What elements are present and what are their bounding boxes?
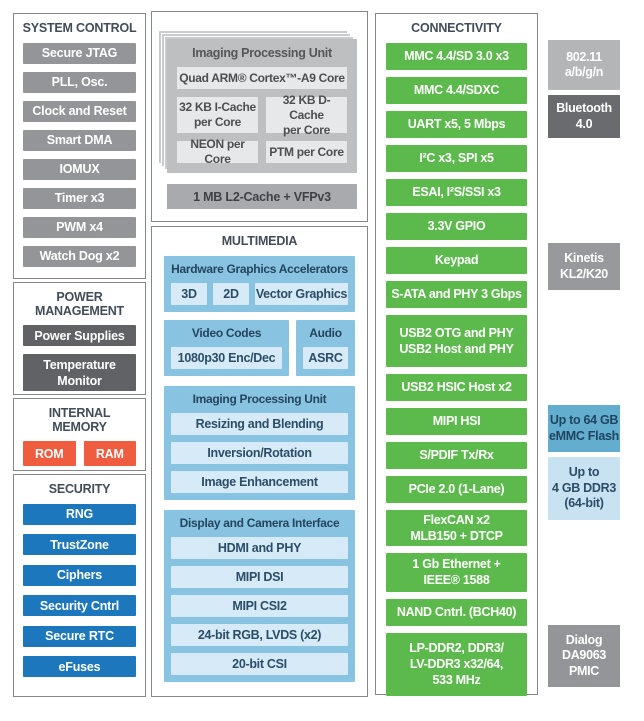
cache-row: 32 KB I-Cache per Core 32 KB D-Cache per… (177, 93, 347, 137)
cpu-complex-panel: Imaging Processing Unit Quad ARM® Cortex… (151, 11, 368, 222)
block-watchdog: Watch Dog x2 (23, 245, 136, 267)
graphics-items: 3D 2D Vector Graphics (171, 282, 348, 305)
block-resizing-blending: Resizing and Blending (171, 412, 348, 435)
block-inversion-rotation: Inversion/Rotation (171, 441, 348, 464)
cpu-card-stack: Imaging Processing Unit Quad ARM® Cortex… (158, 30, 357, 173)
multimedia-panel: MULTIMEDIA Hardware Graphics Accelerator… (151, 226, 368, 697)
block-20bit-csi: 20-bit CSI (171, 652, 348, 675)
cpu-card-title: Imaging Processing Unit (192, 46, 332, 60)
block-dcache: 32 KB D-Cache per Core (266, 93, 347, 137)
security-blocks: RNG TrustZone Ciphers Security Cntrl Sec… (14, 503, 145, 677)
system-control-panel: SYSTEM CONTROL Secure JTAG PLL, Osc. Clo… (13, 13, 146, 279)
block-pll-osc: PLL, Osc. (23, 71, 136, 93)
imaging-processing-card: Imaging Processing Unit Resizing and Ble… (164, 385, 355, 500)
connectivity-title: CONNECTIVITY (411, 21, 502, 35)
system-control-blocks: Secure JTAG PLL, Osc. Clock and Reset Sm… (14, 42, 145, 267)
block-rom: ROM (23, 441, 76, 466)
block-asrc: ASRC (303, 346, 348, 369)
block-neon: NEON per Core (177, 137, 258, 166)
block-clock-reset: Clock and Reset (23, 100, 136, 122)
block-mipi-csi2: MIPI CSI2 (171, 594, 348, 617)
block-gb-ethernet: 1 Gb Ethernet + IEEE® 1588 (386, 552, 527, 592)
block-ddr3: Up to 4 GB DDR3 (64-bit) (548, 457, 620, 520)
block-hdmi-phy: HDMI and PHY (171, 536, 348, 559)
security-panel: SECURITY RNG TrustZone Ciphers Security … (13, 474, 146, 697)
graphics-accelerators-card: Hardware Graphics Accelerators 3D 2D Vec… (164, 255, 355, 312)
video-codec-title: Video Codes (191, 325, 262, 340)
block-emmc-flash: Up to 64 GB eMMC Flash (548, 405, 620, 452)
block-uart: UART x5, 5 Mbps (386, 110, 527, 138)
block-usb2-otg-host: USB2 OTG and PHY USB2 Host and PHY (386, 314, 527, 367)
block-pmic: Dialog DA9063 PMIC (548, 625, 620, 687)
block-i2c-spi: I²C x3, SPI x5 (386, 144, 527, 172)
graphics-accelerators-title: Hardware Graphics Accelerators (171, 261, 348, 276)
block-smart-dma: Smart DMA (23, 129, 136, 151)
power-management-title: POWER MANAGEMENT (35, 290, 124, 318)
internal-memory-title: INTERNAL MEMORY (48, 406, 111, 434)
power-management-panel: POWER MANAGEMENT Power Supplies Temperat… (13, 282, 146, 395)
block-rgb-lvds: 24-bit RGB, LVDS (x2) (171, 623, 348, 646)
audio-title: Audio (309, 325, 342, 340)
block-mipi-hsi: MIPI HSI (386, 407, 527, 435)
display-camera-items: HDMI and PHY MIPI DSI MIPI CSI2 24-bit R… (171, 536, 348, 675)
block-flexcan-mlb: FlexCAN x2 MLB150 + DTCP (386, 509, 527, 546)
block-pwm: PWM x4 (23, 216, 136, 238)
block-ciphers: Ciphers (23, 564, 136, 586)
block-mmc-sd: MMC 4.4/SD 3.0 x3 (386, 42, 527, 70)
video-audio-row: Video Codes 1080p30 Enc/Dec Audio ASRC (164, 319, 355, 376)
block-usb2-hsic: USB2 HSIC Host x2 (386, 373, 527, 401)
block-mmc-sdxc: MMC 4.4/SDXC (386, 76, 527, 104)
cpu-card: Imaging Processing Unit Quad ARM® Cortex… (167, 39, 357, 173)
block-mipi-dsi: MIPI DSI (171, 565, 348, 588)
block-temperature-monitor: Temperature Monitor (23, 354, 136, 391)
video-codec-card: Video Codes 1080p30 Enc/Dec (164, 319, 289, 376)
block-icache: 32 KB I-Cache per Core (177, 97, 258, 133)
block-esai-i2s: ESAI, I²S/SSI x3 (386, 178, 527, 206)
block-sata: S-ATA and PHY 3 Gbps (386, 280, 527, 308)
audio-card: Audio ASRC (296, 319, 355, 376)
connectivity-blocks: MMC 4.4/SD 3.0 x3 MMC 4.4/SDXC UART x5, … (376, 42, 537, 696)
per-core-row: NEON per Core PTM per Core (177, 137, 347, 166)
block-1080p30: 1080p30 Enc/Dec (171, 346, 282, 369)
block-efuses: eFuses (23, 656, 136, 677)
security-title: SECURITY (48, 482, 111, 496)
system-control-title: SYSTEM CONTROL (22, 21, 137, 35)
block-iomux: IOMUX (23, 158, 136, 180)
block-kinetis: Kinetis KL2/K20 (548, 243, 620, 290)
imaging-processing-items: Resizing and Blending Inversion/Rotation… (171, 412, 348, 493)
block-gpio: 3.3V GPIO (386, 212, 527, 240)
block-power-supplies: Power Supplies (23, 325, 136, 346)
internal-memory-blocks: ROM RAM (14, 441, 145, 466)
power-management-blocks: Power Supplies Temperature Monitor (14, 325, 145, 391)
block-ram: RAM (83, 441, 136, 466)
block-cortex-a9-core: Quad ARM® Cortex™-A9 Core (177, 67, 347, 89)
block-timer: Timer x3 (23, 187, 136, 209)
block-secure-rtc: Secure RTC (23, 625, 136, 647)
multimedia-body: Hardware Graphics Accelerators 3D 2D Vec… (152, 255, 367, 682)
imaging-processing-title: Imaging Processing Unit (192, 391, 327, 406)
block-image-enhancement: Image Enhancement (171, 470, 348, 493)
block-2d: 2D (213, 282, 249, 305)
multimedia-title: MULTIMEDIA (221, 234, 298, 248)
block-vector-graphics: Vector Graphics (255, 282, 348, 305)
block-l2-cache: 1 MB L2-Cache + VFPv3 (167, 184, 357, 209)
block-rng: RNG (23, 503, 136, 525)
block-spdif: S/PDIF Tx/Rx (386, 441, 527, 469)
block-secure-jtag: Secure JTAG (23, 42, 136, 64)
internal-memory-panel: INTERNAL MEMORY ROM RAM (13, 398, 146, 471)
block-lpddr2-ddr3: LP-DDR2, DDR3/ LV-DDR3 x32/64, 533 MHz (386, 632, 527, 696)
display-camera-title: Display and Camera Interface (179, 515, 340, 530)
block-keypad: Keypad (386, 246, 527, 274)
block-ptm: PTM per Core (266, 141, 347, 163)
connectivity-panel: CONNECTIVITY MMC 4.4/SD 3.0 x3 MMC 4.4/S… (375, 13, 538, 696)
block-bluetooth: Bluetooth 4.0 (548, 95, 620, 138)
block-nand-cntrl: NAND Cntrl. (BCH40) (386, 598, 527, 626)
block-trustzone: TrustZone (23, 534, 136, 555)
block-security-cntrl: Security Cntrl (23, 595, 136, 616)
block-pcie: PCIe 2.0 (1-Lane) (386, 475, 527, 503)
block-wifi-802-11: 802.11 a/b/g/n (548, 40, 620, 90)
block-3d: 3D (171, 282, 207, 305)
display-camera-card: Display and Camera Interface HDMI and PH… (164, 509, 355, 682)
